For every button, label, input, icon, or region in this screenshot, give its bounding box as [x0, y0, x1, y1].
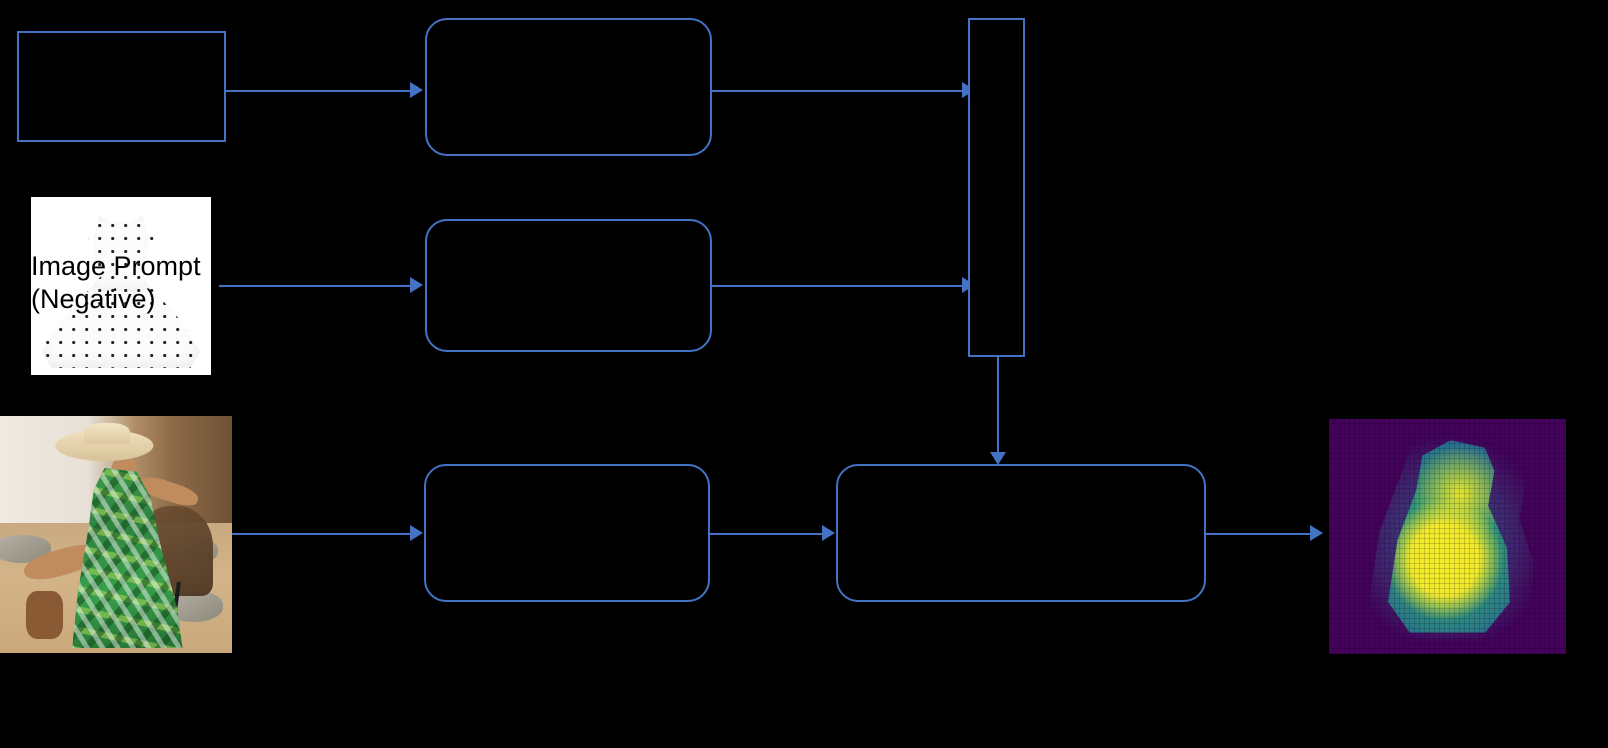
arrowhead-negative-prompt-to-image-encoder [410, 277, 423, 293]
node-text-encoder[interactable] [425, 18, 712, 156]
arrowhead-text-prompt-to-text-encoder [410, 82, 423, 98]
node-concat-block[interactable] [968, 18, 1025, 357]
arrowhead-query-image-to-backbone [410, 525, 423, 541]
node-image-backbone[interactable] [424, 464, 710, 602]
photo-model-sandal [25, 591, 63, 639]
edge-fusion-to-heatmap [1206, 533, 1312, 535]
node-text-prompt[interactable] [17, 31, 226, 142]
edge-text-encoder-to-concat [712, 90, 966, 92]
edge-text-prompt-to-text-encoder [226, 90, 412, 92]
node-image-encoder[interactable] [425, 219, 712, 352]
image-query-image[interactable] [0, 416, 232, 653]
edge-backbone-to-fusion [710, 533, 824, 535]
arrowhead-backbone-to-fusion [822, 525, 835, 541]
edge-concat-to-fusion [997, 357, 999, 457]
image-output-heatmap[interactable] [1329, 419, 1566, 654]
arrowhead-concat-to-fusion [990, 452, 1006, 465]
image-negative-image-prompt[interactable]: Image Prompt (Negative) [31, 197, 211, 375]
edge-query-image-to-backbone [232, 533, 412, 535]
arrowhead-fusion-to-heatmap [1310, 525, 1323, 541]
photo-straw-hat-crown [83, 423, 130, 445]
edge-image-encoder-to-concat [712, 285, 966, 287]
edge-negative-prompt-to-image-encoder [219, 285, 412, 287]
node-fusion-module[interactable] [836, 464, 1206, 602]
